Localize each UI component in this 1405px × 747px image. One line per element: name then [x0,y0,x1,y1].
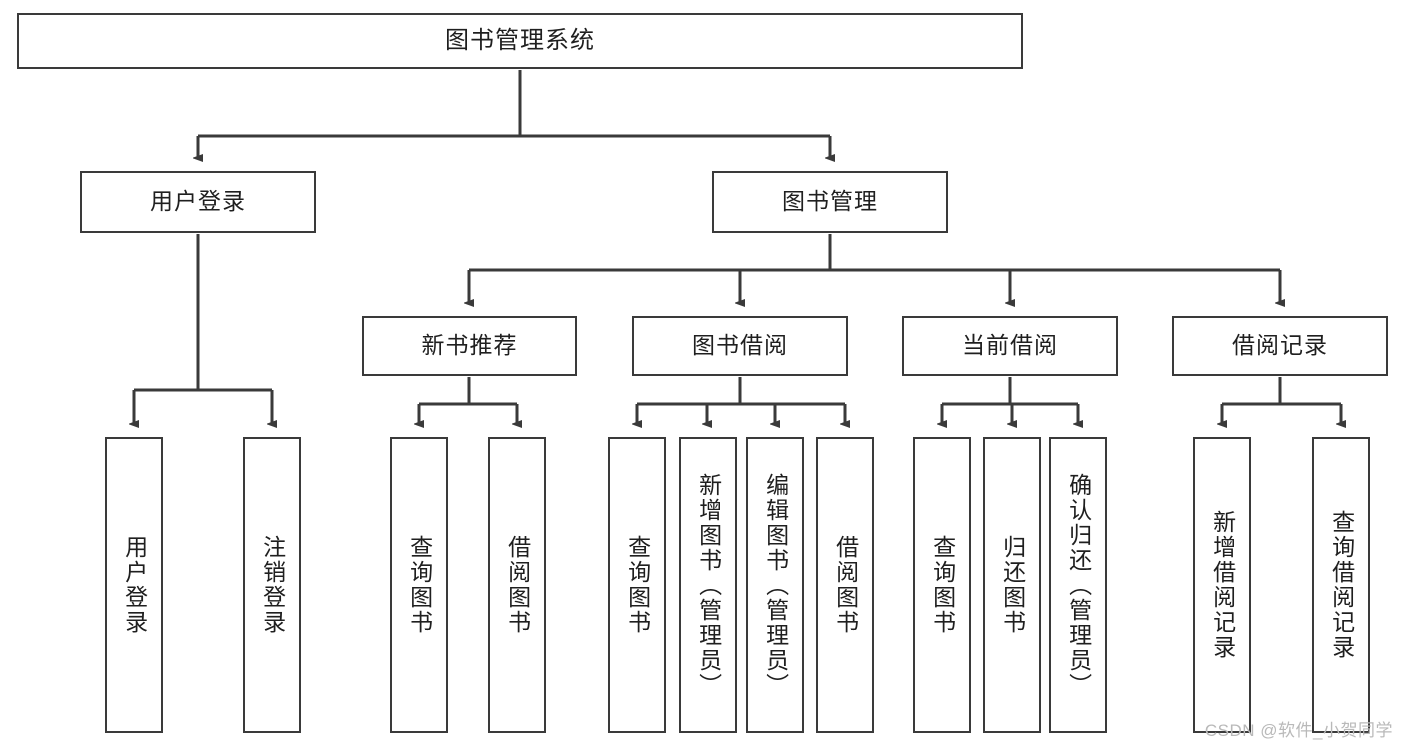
leaf-label: 查询图书 [624,535,651,635]
leaf-current-return-book[interactable]: 归还图书 [983,437,1041,733]
node-book-borrow-label: 图书借阅 [692,332,788,359]
leaf-label: 编辑图书（管理员） [762,472,789,698]
leaf-borrow-edit-book-admin[interactable]: 编辑图书（管理员） [746,437,804,733]
leaf-user-login-login[interactable]: 用户登录 [105,437,163,733]
leaf-label: 用户登录 [121,535,148,635]
node-book-management[interactable]: 图书管理 [712,171,948,233]
leaf-borrow-borrow-book[interactable]: 借阅图书 [816,437,874,733]
leaf-label: 注销登录 [259,535,286,635]
leaf-borrow-add-book-admin[interactable]: 新增图书（管理员） [679,437,737,733]
leaf-records-add-record[interactable]: 新增借阅记录 [1193,437,1251,733]
node-book-borrow[interactable]: 图书借阅 [632,316,848,376]
leaf-current-query-book[interactable]: 查询图书 [913,437,971,733]
leaf-recommend-borrow-book[interactable]: 借阅图书 [488,437,546,733]
node-root-label: 图书管理系统 [445,26,595,54]
leaf-label: 确认归还（管理员） [1065,472,1092,698]
node-user-login-label: 用户登录 [150,188,246,215]
leaf-label: 归还图书 [999,535,1026,635]
node-root[interactable]: 图书管理系统 [17,13,1023,69]
leaf-label: 借阅图书 [832,535,859,635]
node-book-management-label: 图书管理 [782,188,878,215]
node-borrow-records-label: 借阅记录 [1232,332,1328,359]
leaf-user-login-logout[interactable]: 注销登录 [243,437,301,733]
leaf-label: 借阅图书 [504,535,531,635]
leaf-label: 查询图书 [406,535,433,635]
node-current-borrow-label: 当前借阅 [962,332,1058,359]
leaf-records-query-record[interactable]: 查询借阅记录 [1312,437,1370,733]
watermark: CSDN @软件_小贺同学 [1204,721,1393,740]
node-new-book-recommend[interactable]: 新书推荐 [362,316,577,376]
leaf-label: 查询图书 [929,535,956,635]
leaf-current-confirm-return-admin[interactable]: 确认归还（管理员） [1049,437,1107,733]
leaf-borrow-query-book[interactable]: 查询图书 [608,437,666,733]
node-user-login[interactable]: 用户登录 [80,171,316,233]
node-current-borrow[interactable]: 当前借阅 [902,316,1118,376]
leaf-label: 新增图书（管理员） [695,472,722,698]
leaf-recommend-query-book[interactable]: 查询图书 [390,437,448,733]
node-new-book-recommend-label: 新书推荐 [421,332,518,359]
node-borrow-records[interactable]: 借阅记录 [1172,316,1388,376]
leaf-label: 查询借阅记录 [1328,510,1355,660]
leaf-label: 新增借阅记录 [1209,510,1236,660]
